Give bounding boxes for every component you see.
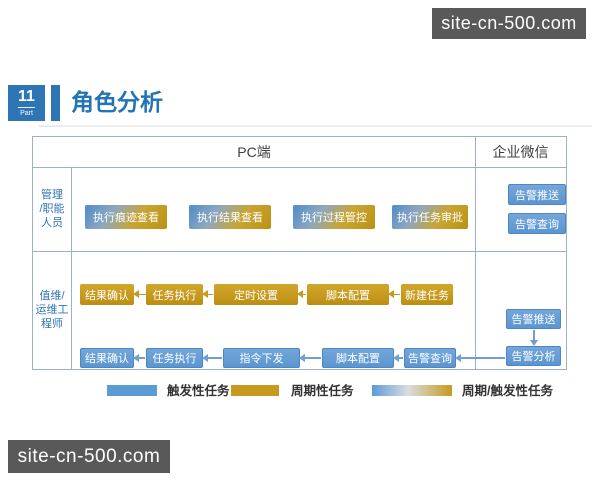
arrow-left-icon — [297, 290, 306, 297]
legend-swatch-periodic — [231, 385, 279, 396]
role-management-line3: 人员 — [41, 217, 63, 229]
title-accent-bar — [51, 85, 60, 121]
legend-swatch-mixed — [372, 385, 452, 396]
task-new-task: 新建任务 — [401, 284, 453, 305]
task-result-confirm-triggered: 结果确认 — [80, 348, 134, 368]
title-underline — [38, 125, 592, 127]
part-badge: 11 Part — [8, 85, 45, 121]
page-title: 角色分析 — [71, 89, 163, 115]
part-label: Part — [20, 110, 33, 117]
wechat-column-divider — [475, 137, 476, 369]
watermark-top-right: site-cn-500.com — [432, 8, 586, 39]
task-script-config-triggered: 脚本配置 — [322, 348, 394, 368]
legend-label-triggered: 触发性任务 — [167, 384, 230, 398]
arrow-left-icon — [133, 354, 145, 361]
role-management-line1: 管理 — [41, 189, 63, 201]
role-operations-line2: 运维工 — [35, 304, 69, 316]
legend-swatch-triggered — [107, 385, 157, 396]
task-script-config-periodic: 脚本配置 — [307, 284, 389, 305]
task-alert-query-triggered: 告警查询 — [404, 348, 456, 368]
row-divider — [33, 251, 566, 252]
task-command-dispatch: 指令下发 — [223, 348, 300, 368]
arrow-left-icon — [202, 290, 213, 297]
role-management-line2: /职能 — [39, 203, 65, 215]
column-header-pc: PC端 — [237, 144, 271, 160]
arrow-left-icon — [133, 290, 146, 297]
arrow-left-icon — [202, 354, 222, 361]
task-task-exec-triggered: 任务执行 — [146, 348, 203, 368]
legend-label-periodic: 周期性任务 — [291, 384, 354, 398]
task-exec-result-view: 执行结果查看 — [189, 205, 271, 229]
task-alert-push-management: 告警推送 — [508, 184, 566, 205]
role-table: PC端 企业微信 管理 /职能 人员 值维/ 运维工 程师 执行痕迹查看 执行结… — [32, 136, 567, 370]
role-column-divider — [71, 167, 72, 369]
task-alert-analysis: 告警分析 — [506, 346, 561, 366]
arrow-left-icon — [388, 290, 400, 297]
watermark-bottom-left: site-cn-500.com — [8, 440, 170, 473]
task-exec-task-approval: 执行任务审批 — [392, 205, 468, 229]
role-label-operations: 值维/ 运维工 程师 — [33, 251, 71, 369]
role-operations-line1: 值维/ — [39, 290, 65, 302]
task-exec-process-control: 执行过程管控 — [293, 205, 375, 229]
part-number: 11 — [18, 89, 35, 108]
task-alert-push-operations: 告警推送 — [506, 309, 561, 329]
role-operations-line3: 程师 — [41, 318, 63, 330]
task-alert-query-management: 告警查询 — [508, 213, 566, 234]
column-header-wechat: 企业微信 — [492, 144, 549, 160]
task-task-exec-periodic: 任务执行 — [146, 284, 203, 305]
task-exec-trace-view: 执行痕迹查看 — [85, 205, 167, 229]
legend-label-mixed: 周期/触发性任务 — [462, 384, 553, 398]
task-result-confirm-periodic: 结果确认 — [80, 284, 134, 305]
arrow-left-icon — [299, 354, 321, 361]
role-label-management: 管理 /职能 人员 — [33, 167, 71, 251]
task-schedule-setting: 定时设置 — [214, 284, 298, 305]
arrow-down-icon — [530, 330, 537, 346]
arrow-left-icon — [455, 354, 505, 361]
header-divider — [33, 167, 566, 168]
arrow-left-icon — [393, 354, 403, 361]
